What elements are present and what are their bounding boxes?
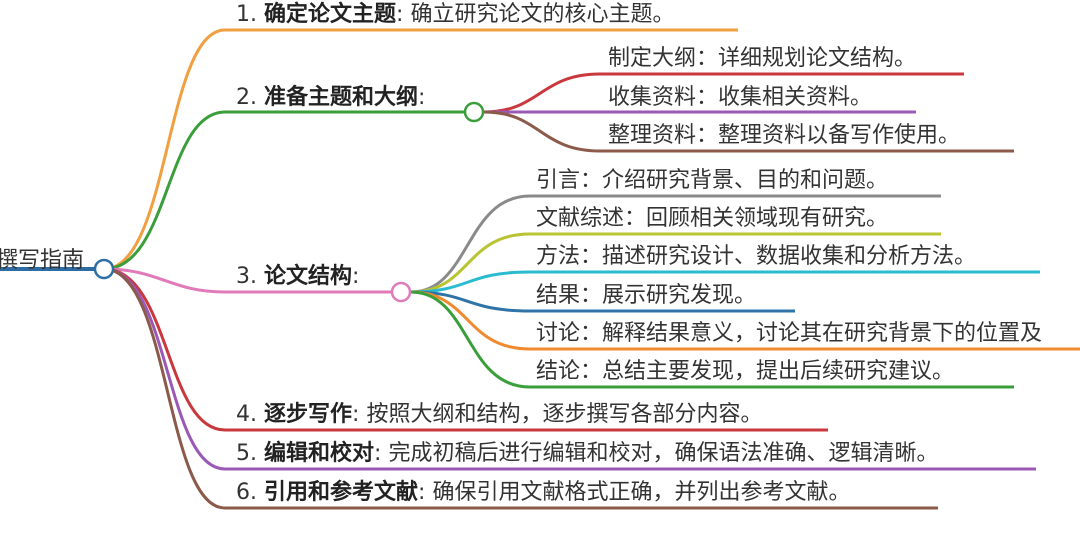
branch-3-child-1[interactable]: 引言：介绍研究背景、目的和问题。 <box>536 168 889 193</box>
branch-1-label[interactable]: 1. 确定论文主题: 确立研究论文的核心主题。 <box>236 2 675 27</box>
branch-2-child-1[interactable]: 制定大纲：详细规划论文结构。 <box>608 46 917 71</box>
branch-2-label[interactable]: 2. 准备主题和大纲: <box>236 85 426 110</box>
connector-3-5 <box>410 290 1080 351</box>
connector-3-2 <box>410 232 941 294</box>
branch-3-node[interactable] <box>390 281 412 303</box>
branch-6-title: 引用和参考文献 <box>264 480 419 505</box>
root-label: 撰写指南 <box>0 248 85 273</box>
branch-3-label[interactable]: 3. 论文结构: <box>236 264 360 289</box>
connector-3-1 <box>410 194 941 294</box>
connector-3-3 <box>410 270 1040 294</box>
branch-4-title: 逐步写作 <box>264 402 353 427</box>
branch-2-child-2[interactable]: 收集资料：收集相关资料。 <box>608 85 873 110</box>
branch-5-label[interactable]: 5. 编辑和校对: 完成初稿后进行编辑和校对，确保语法准确、逻辑清晰。 <box>236 441 939 466</box>
connector-2-1 <box>483 72 964 114</box>
connector-3 <box>103 267 400 294</box>
branch-3-child-5[interactable]: 讨论：解释结果意义，讨论其在研究背景下的位置及 <box>536 321 1043 346</box>
branch-6-desc: 确保引用文献格式正确，并列出参考文献。 <box>432 480 851 505</box>
connector-6 <box>103 267 938 510</box>
branch-5-desc: 完成初稿后进行编辑和校对，确保语法准确、逻辑清晰。 <box>388 441 939 466</box>
branch-3-title: 论文结构 <box>264 264 353 289</box>
branch-4-label[interactable]: 4. 逐步写作: 按照大纲和结构，逐步撰写各部分内容。 <box>236 402 763 427</box>
branch-1-desc: 确立研究论文的核心主题。 <box>410 2 675 27</box>
branch-2-title: 准备主题和大纲 <box>264 85 419 110</box>
root-node[interactable] <box>93 258 115 280</box>
branch-3-child-6[interactable]: 结论：总结主要发现，提出后续研究建议。 <box>536 359 955 384</box>
connector-2-3 <box>483 110 1014 153</box>
branch-3-child-4[interactable]: 结果：展示研究发现。 <box>536 283 757 308</box>
branch-1-title: 确定论文主题 <box>264 2 397 27</box>
connector-3-6 <box>410 290 1014 389</box>
branch-3-child-3[interactable]: 方法：描述研究设计、数据收集和分析方法。 <box>536 244 977 269</box>
branch-6-label[interactable]: 6. 引用和参考文献: 确保引用文献格式正确，并列出参考文献。 <box>236 480 851 505</box>
branch-4-desc: 按照大纲和结构，逐步撰写各部分内容。 <box>366 402 763 427</box>
branch-5-title: 编辑和校对 <box>264 441 375 466</box>
branch-2-child-3[interactable]: 整理资料：整理资料以备写作使用。 <box>608 123 961 148</box>
connector-1 <box>103 28 738 271</box>
connector-2 <box>103 110 473 271</box>
branch-3-child-2[interactable]: 文献综述：回顾相关领域现有研究。 <box>536 206 889 231</box>
branch-2-node[interactable] <box>463 101 485 123</box>
